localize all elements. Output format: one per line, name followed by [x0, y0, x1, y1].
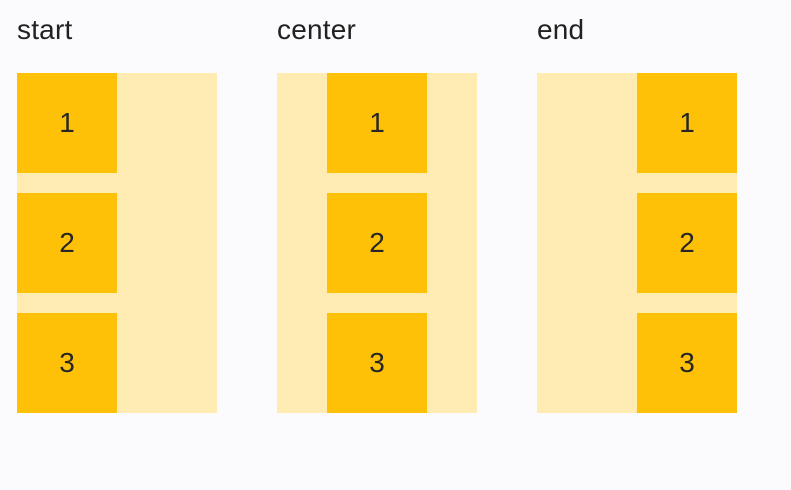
container-start: 1 2 3 — [17, 72, 217, 413]
item-box: 2 — [327, 192, 427, 293]
group-label-center: center — [277, 14, 357, 45]
item-box: 3 — [17, 312, 117, 413]
group-label-start: start — [17, 14, 73, 45]
item-box: 3 — [637, 312, 737, 413]
container-center: 1 2 3 — [277, 72, 477, 413]
item-box: 1 — [327, 72, 427, 173]
group-start: start 1 2 3 — [17, 13, 217, 413]
item-box: 1 — [637, 72, 737, 173]
item-box: 2 — [637, 192, 737, 293]
group-label-end: end — [537, 14, 585, 45]
alignment-demo: start 1 2 3 center 1 2 3 end 1 2 3 — [17, 13, 737, 413]
group-end: end 1 2 3 — [537, 13, 737, 413]
item-box: 1 — [17, 72, 117, 173]
item-box: 2 — [17, 192, 117, 293]
group-center: center 1 2 3 — [277, 13, 477, 413]
container-end: 1 2 3 — [537, 72, 737, 413]
item-box: 3 — [327, 312, 427, 413]
